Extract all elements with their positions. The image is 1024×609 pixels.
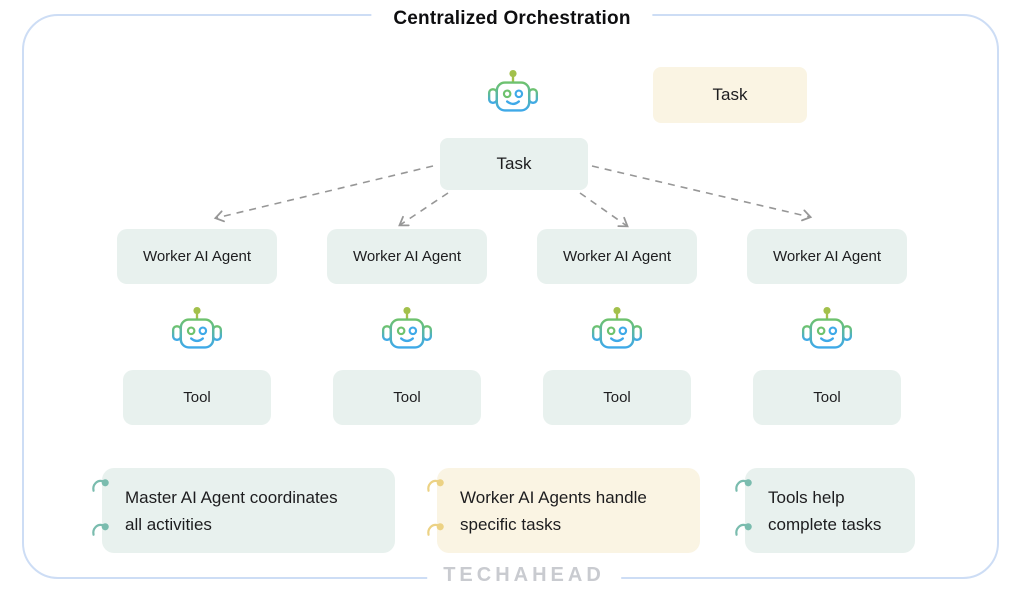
tool-box: Tool <box>333 370 481 425</box>
worker-agent-box: Worker AI Agent <box>327 229 487 284</box>
tool-box: Tool <box>543 370 691 425</box>
quote-icon <box>427 523 444 536</box>
note-line: complete tasks <box>768 514 882 534</box>
note-tools: Tools help complete tasks <box>745 468 915 553</box>
note-line: specific tasks <box>460 514 562 534</box>
master-agent-robot-icon <box>487 69 539 112</box>
quote-icon <box>427 479 444 492</box>
task-input-box: Task <box>653 67 807 123</box>
worker-robot-icon <box>381 306 433 349</box>
worker-agent-box: Worker AI Agent <box>537 229 697 284</box>
quote-icon <box>92 479 109 492</box>
worker-agent-box: Worker AI Agent <box>747 229 907 284</box>
note-line: Worker AI Agents handle <box>460 487 647 507</box>
techahead-logo: TECHAHEAD <box>427 564 621 587</box>
note-worker-agents: Worker AI Agents handle specific tasks <box>437 468 700 553</box>
worker-robot-icon <box>801 306 853 349</box>
worker-robot-icon <box>591 306 643 349</box>
quote-icon <box>735 523 752 536</box>
quote-icon <box>92 523 109 536</box>
note-line: Master AI Agent coordinates <box>125 487 338 507</box>
note-line: Tools help <box>768 487 845 507</box>
note-line: all activities <box>125 514 212 534</box>
note-master-agent: Master AI Agent coordinates all activiti… <box>102 468 395 553</box>
worker-agent-box: Worker AI Agent <box>117 229 277 284</box>
worker-robot-icon <box>171 306 223 349</box>
page-title: Centralized Orchestration <box>371 8 653 30</box>
tool-box: Tool <box>753 370 901 425</box>
task-center-box: Task <box>440 138 588 190</box>
tool-box: Tool <box>123 370 271 425</box>
quote-icon <box>735 479 752 492</box>
